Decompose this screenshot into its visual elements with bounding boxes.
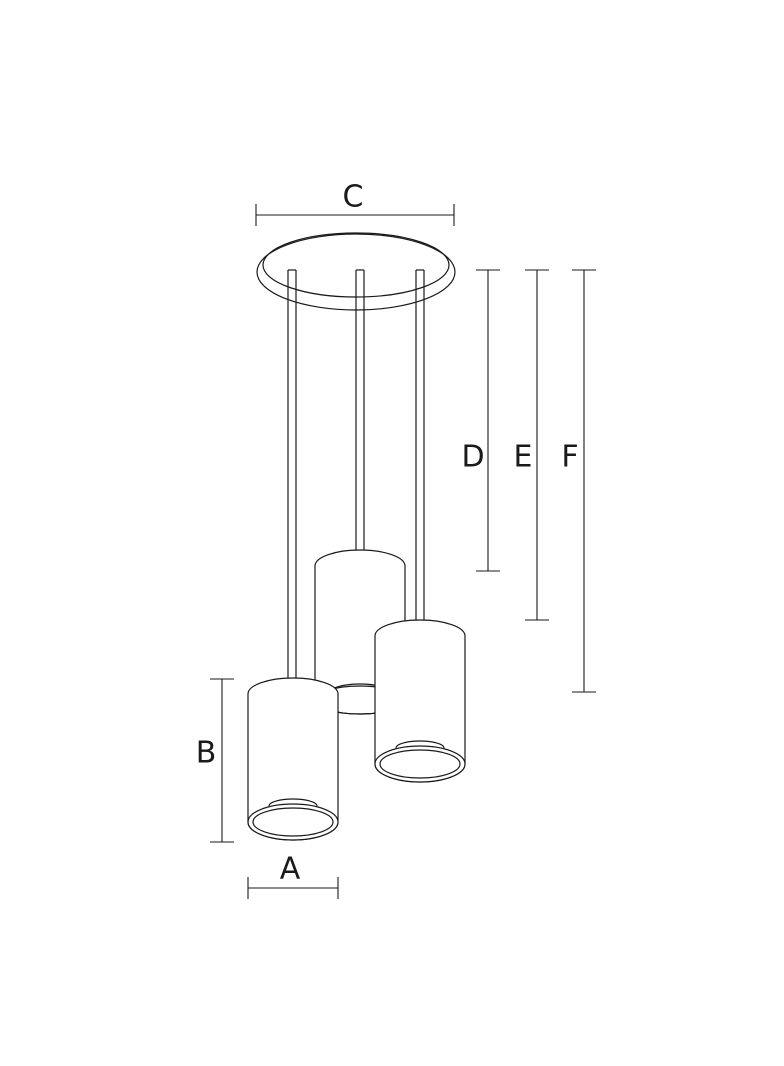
dimension-d-label: D xyxy=(461,440,484,475)
dimension-a: A xyxy=(247,852,339,899)
dimension-d: D xyxy=(461,269,500,572)
dimension-c-label: C xyxy=(343,180,364,215)
right-cylinder xyxy=(374,619,466,783)
suspension-rods xyxy=(287,269,425,682)
dimension-e: E xyxy=(514,269,549,621)
dimension-e-label: E xyxy=(514,440,533,475)
dimension-b-label: B xyxy=(196,736,217,771)
dimension-b: B xyxy=(196,678,234,843)
dimension-f-label: F xyxy=(561,440,578,475)
dimension-f: F xyxy=(561,269,596,693)
left-cylinder xyxy=(247,677,339,841)
dimension-a-label: A xyxy=(280,852,301,887)
dimension-c: C xyxy=(255,180,455,226)
